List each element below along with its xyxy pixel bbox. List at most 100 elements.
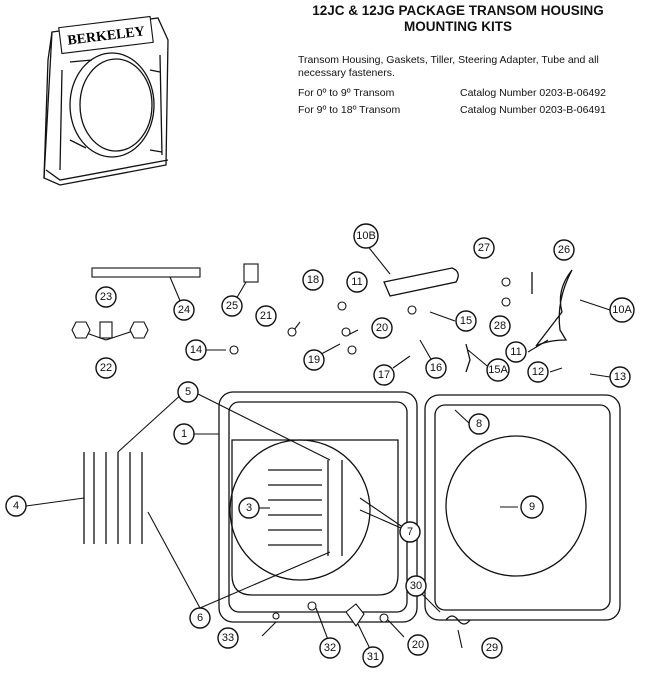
hardware-parts xyxy=(71,263,533,627)
callout-15: 15 xyxy=(455,310,477,332)
svg-text:9: 9 xyxy=(529,501,535,513)
callout-19: 19 xyxy=(303,349,325,371)
nut-left xyxy=(71,321,91,339)
brand-plate xyxy=(58,15,154,55)
svg-text:23: 23 xyxy=(100,291,112,303)
svg-text:13: 13 xyxy=(614,371,626,383)
bolt-set-left xyxy=(83,452,143,544)
gasket xyxy=(424,394,621,621)
page-title: 12JC & 12JG PACKAGE TRANSOM HOUSING MOUN… xyxy=(268,3,648,35)
spring-29 xyxy=(445,615,471,625)
clip-15a xyxy=(465,343,471,373)
bracket-31 xyxy=(345,603,365,627)
nut-27 xyxy=(501,277,511,287)
svg-text:6: 6 xyxy=(197,612,203,624)
svg-text:4: 4 xyxy=(13,500,19,512)
svg-text:31: 31 xyxy=(367,651,379,663)
kit-row-2: For 9º to 18º Transom Catalog Number 020… xyxy=(298,104,606,116)
tube xyxy=(91,267,201,278)
svg-text:21: 21 xyxy=(260,310,272,322)
callout-18: 18 xyxy=(302,269,324,291)
callout-30: 30 xyxy=(405,575,427,597)
washer-21 xyxy=(287,327,297,337)
svg-text:14: 14 xyxy=(190,344,202,356)
svg-text:20: 20 xyxy=(376,322,388,334)
callout-11-a: 11 xyxy=(346,271,368,293)
title-line-2: MOUNTING KITS xyxy=(404,19,512,34)
callout-25: 25 xyxy=(221,295,243,317)
callout-7: 7 xyxy=(399,521,421,543)
callout-13: 13 xyxy=(609,366,631,388)
svg-text:32: 32 xyxy=(324,642,336,654)
washer-28 xyxy=(501,297,511,307)
leader-lines xyxy=(25,243,611,656)
washer-20 xyxy=(341,327,351,337)
svg-text:10B: 10B xyxy=(356,230,376,242)
callout-20-a: 20 xyxy=(371,317,393,339)
callout-5: 5 xyxy=(177,381,199,403)
svg-text:10A: 10A xyxy=(612,304,632,316)
washer-20b xyxy=(379,613,389,623)
washer-19 xyxy=(347,345,357,355)
callout-29: 29 xyxy=(481,637,503,659)
svg-text:18: 18 xyxy=(307,274,319,286)
callout-8: 8 xyxy=(468,413,490,435)
svg-text:3: 3 xyxy=(246,502,252,514)
svg-text:7: 7 xyxy=(407,526,413,538)
svg-text:22: 22 xyxy=(100,362,112,374)
svg-text:19: 19 xyxy=(308,354,320,366)
callout-20-b: 20 xyxy=(407,634,429,656)
svg-text:20: 20 xyxy=(412,639,424,651)
svg-text:33: 33 xyxy=(222,632,234,644)
callout-10a: 10A xyxy=(609,297,635,323)
callout-17: 17 xyxy=(373,364,395,386)
callout-33: 33 xyxy=(217,627,239,649)
callout-6: 6 xyxy=(189,607,211,629)
screw-33 xyxy=(272,612,280,620)
callout-24: 24 xyxy=(173,299,195,321)
nut-right xyxy=(129,321,149,339)
svg-text:1: 1 xyxy=(181,428,187,440)
nut-15 xyxy=(407,305,417,315)
svg-text:24: 24 xyxy=(178,304,190,316)
svg-text:17: 17 xyxy=(378,369,390,381)
callout-22: 22 xyxy=(95,357,117,379)
callout-15a: 15A xyxy=(486,358,510,382)
callouts: 1 3 4 5 6 7 8 9 10A 10B 11 11 12 13 14 1… xyxy=(5,223,635,668)
svg-text:11: 11 xyxy=(510,346,521,358)
callout-31: 31 xyxy=(362,646,384,668)
callout-12: 12 xyxy=(527,361,549,383)
title-line-1: 12JC & 12JG PACKAGE TRANSOM HOUSING xyxy=(312,3,604,18)
callout-11-b: 11 xyxy=(505,341,527,363)
svg-text:11: 11 xyxy=(351,276,362,288)
kit-range-1: For 0º to 9º Transom xyxy=(298,87,395,99)
bolt-set-center xyxy=(268,460,343,556)
kit-range-2: For 9º to 18º Transom xyxy=(298,104,401,116)
callout-9: 9 xyxy=(520,495,544,519)
kit-catalog-2: Catalog Number 0203-B-06491 xyxy=(460,104,606,116)
svg-text:25: 25 xyxy=(226,300,238,312)
svg-text:15: 15 xyxy=(460,315,472,327)
kit-description: Transom Housing, Gaskets, Tiller, Steeri… xyxy=(298,54,599,79)
svg-text:12: 12 xyxy=(532,366,544,378)
svg-text:5: 5 xyxy=(185,386,191,398)
washer-32 xyxy=(307,601,317,611)
kit-catalog-1: Catalog Number 0203-B-06492 xyxy=(460,87,606,99)
steering-adapter xyxy=(535,269,573,347)
svg-text:26: 26 xyxy=(558,244,570,256)
svg-text:8: 8 xyxy=(476,418,482,430)
washer-14 xyxy=(229,345,239,355)
svg-text:16: 16 xyxy=(430,362,442,374)
callout-4: 4 xyxy=(5,495,27,517)
svg-text:27: 27 xyxy=(478,242,490,254)
callout-32: 32 xyxy=(319,637,341,659)
callout-27: 27 xyxy=(473,237,495,259)
callout-14: 14 xyxy=(185,339,207,361)
svg-text:30: 30 xyxy=(410,580,422,592)
callout-28: 28 xyxy=(489,315,511,337)
svg-text:29: 29 xyxy=(486,642,498,654)
callout-3: 3 xyxy=(238,497,260,519)
callout-16: 16 xyxy=(425,357,447,379)
fitting xyxy=(243,263,259,283)
